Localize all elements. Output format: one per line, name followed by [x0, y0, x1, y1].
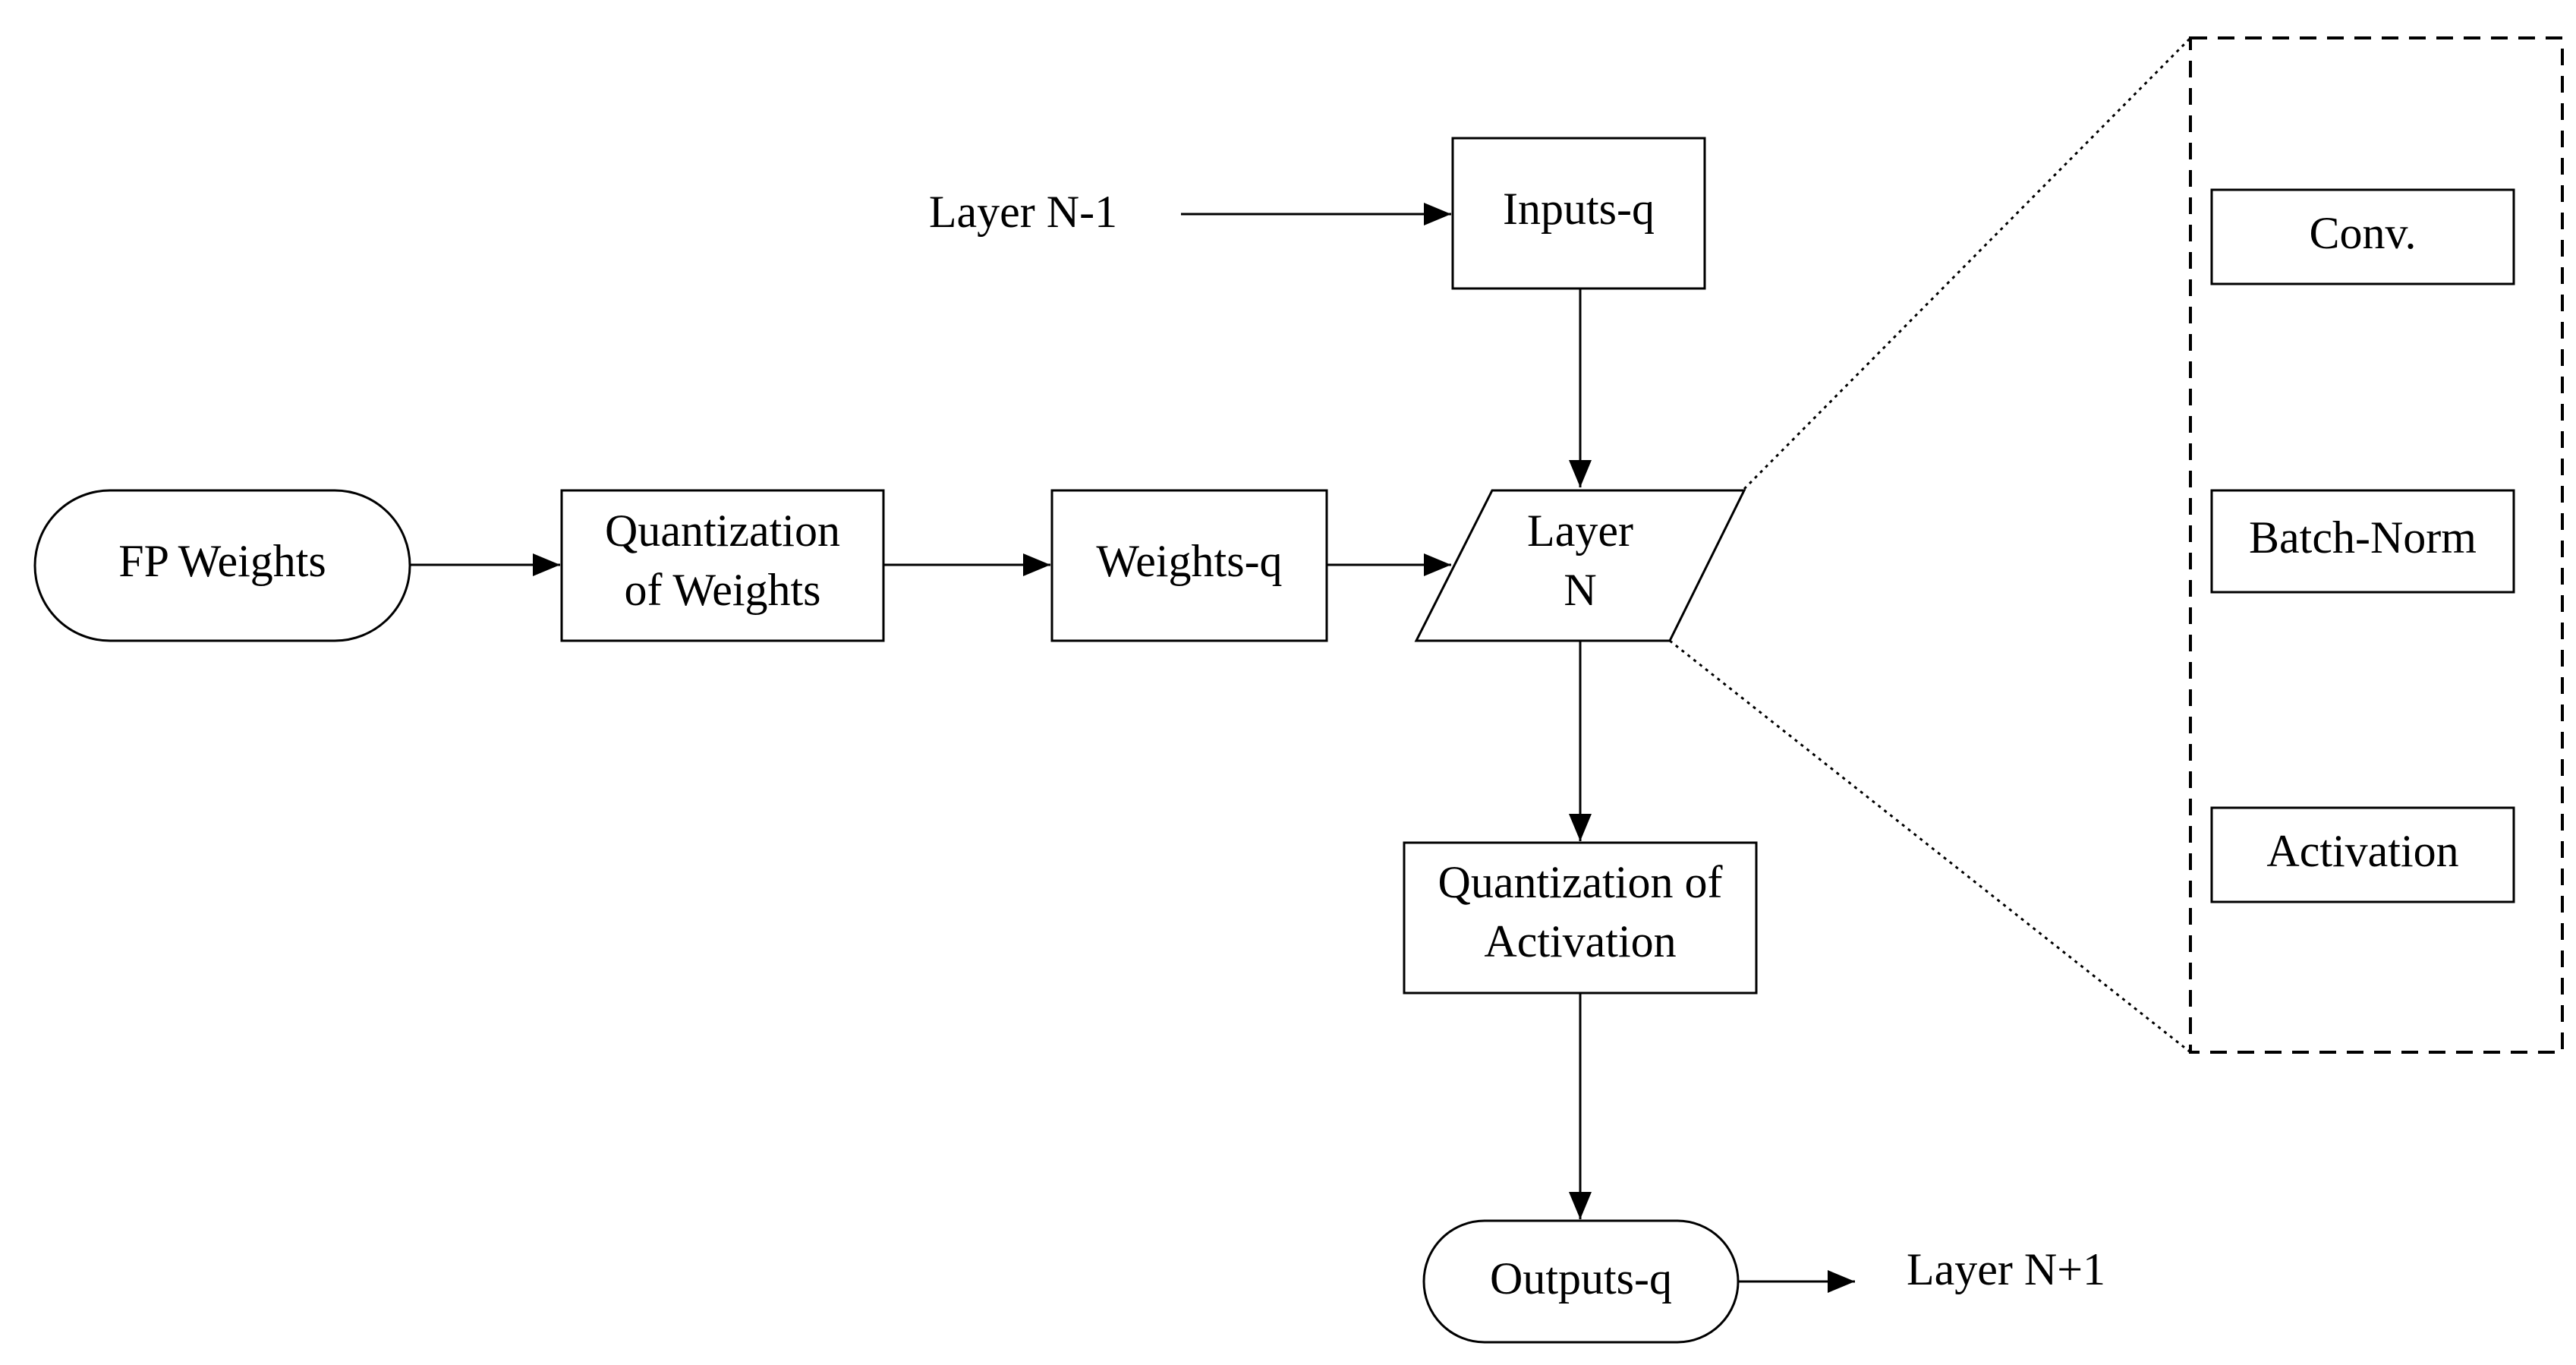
- quantization-of-activation-node: [1403, 841, 1758, 995]
- layer-prev-label: Layer N-1: [929, 187, 1117, 237]
- layer-n-node: [1414, 489, 1746, 642]
- batch-norm-block: [2210, 489, 2515, 594]
- layer-n-label-line-1: Layer: [1527, 506, 1633, 556]
- quantization-of-weights-label-line-1: Quantization: [605, 506, 840, 556]
- inputs-q-label: Inputs-q: [1503, 184, 1655, 234]
- quantization-of-weights-label-line-2: of Weights: [624, 565, 820, 615]
- activation-label: Activation: [2266, 826, 2458, 876]
- weights-q-label: Weights-q: [1096, 536, 1282, 586]
- quantization-of-activation-label-line-2: Activation: [1484, 916, 1676, 966]
- layer-n-label-line-2: N: [1564, 565, 1596, 615]
- fp-weights-label: FP Weights: [118, 536, 326, 586]
- layer-next-label: Layer N+1: [1907, 1244, 2105, 1294]
- expanded-layer-container: [2189, 36, 2564, 1054]
- outputs-q-node: [1422, 1219, 1740, 1344]
- fp-weights-node: [33, 489, 411, 642]
- batch-norm-label: Batch-Norm: [2249, 512, 2477, 563]
- quantization-of-weights-node: [560, 489, 885, 642]
- inputs-q-node: [1451, 137, 1706, 290]
- weights-q-node: [1050, 489, 1328, 642]
- outputs-q-label: Outputs-q: [1490, 1253, 1672, 1304]
- conv-block: [2210, 188, 2515, 285]
- zoom-guide-top: [1743, 36, 2192, 490]
- quantization-of-activation-label-line-1: Quantization of: [1438, 857, 1723, 907]
- conv-label: Conv.: [2309, 208, 2416, 258]
- activation-block: [2210, 806, 2515, 903]
